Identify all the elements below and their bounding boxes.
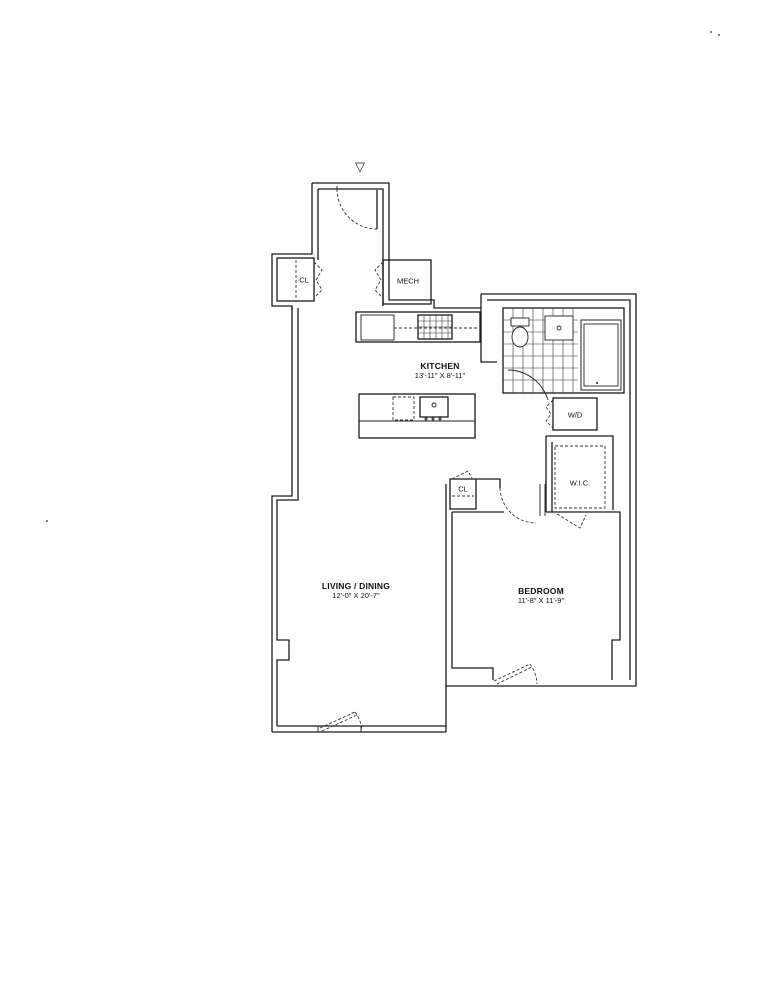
entry-closet <box>276 257 323 302</box>
walk-in-closet <box>545 435 614 529</box>
living-balcony-door <box>317 711 363 732</box>
kitchen-island <box>358 393 476 439</box>
room-name: LIVING / DINING <box>321 581 391 591</box>
washer-dryer-closet <box>545 397 598 431</box>
mech-closet <box>374 259 432 305</box>
room-dimensions: 11'-8" X 11'-9" <box>517 596 565 605</box>
wic-label: W.I.C. <box>569 478 591 488</box>
bedroom-closet-label: CL <box>458 484 468 494</box>
entry-marker-icon: ▽ <box>355 159 365 174</box>
kitchen-label: KITCHEN 13'-11" X 8'-11" <box>415 361 465 380</box>
mech-label: MECH <box>396 276 420 286</box>
room-name: BEDROOM <box>518 586 564 596</box>
room-name: KITCHEN <box>420 361 460 371</box>
scan-speck <box>718 34 720 36</box>
kitchen-counter <box>355 311 481 343</box>
scan-speck <box>710 31 712 33</box>
entry-closet-label: CL <box>299 275 309 285</box>
room-dimensions: 13'-11" X 8'-11" <box>414 371 466 380</box>
room-dimensions: 12'-0" X 20'-7" <box>332 591 380 600</box>
scan-speck <box>46 520 48 522</box>
bedroom-walls <box>445 470 621 686</box>
bedroom-label: BEDROOM 11'-8" X 11'-9" <box>518 586 564 605</box>
wd-label: W/D <box>567 410 583 420</box>
bathroom <box>502 307 625 401</box>
living-dining-label: LIVING / DINING 12'-0" X 20'-7" <box>322 581 390 600</box>
